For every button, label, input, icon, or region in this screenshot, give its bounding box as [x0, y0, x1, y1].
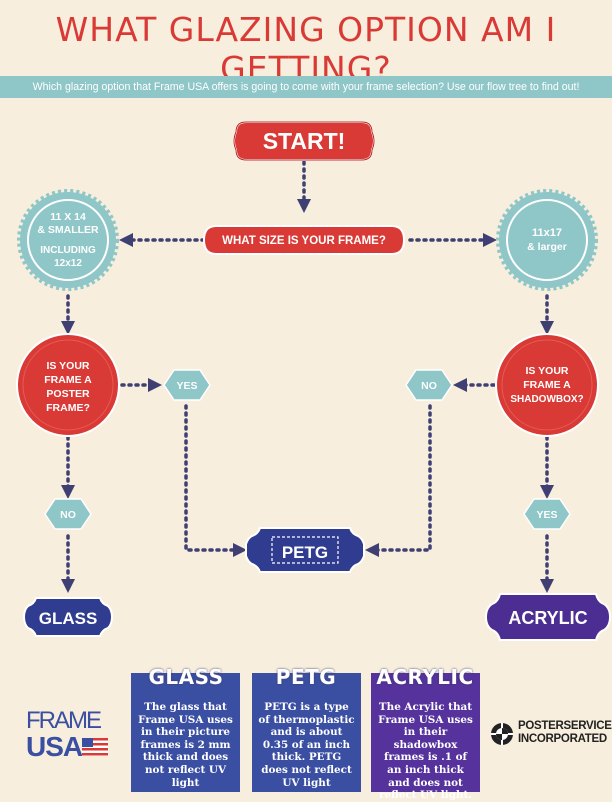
acrylic-info-title: ACRYLIC — [376, 665, 474, 689]
large-size-line2: & larger — [527, 241, 567, 253]
petg-label: PETG — [282, 543, 328, 562]
no-left-label: NO — [60, 509, 76, 521]
yes-left-label: YES — [176, 380, 197, 392]
posterservice-logo: POSTERSERVICE INCORPORATED — [490, 718, 612, 754]
yes-right-label: YES — [536, 509, 557, 521]
petg-result-node: PETG — [245, 527, 365, 573]
connector-no-petg — [365, 404, 432, 557]
glass-info-panel: The glass that Frame USA uses in their p… — [131, 673, 240, 792]
small-size-line3: INCLUDING — [40, 245, 96, 256]
subtitle-band: Which glazing option that Frame USA offe… — [0, 76, 612, 98]
no-right-label: NO — [421, 380, 437, 392]
small-size-line1: 11 X 14 — [50, 211, 86, 223]
petg-info-title: PETG — [275, 665, 337, 689]
start-label: START! — [263, 128, 346, 154]
poster-question-node: IS YOUR FRAME A POSTER FRAME? — [16, 333, 120, 437]
glass-info-text: The glass that Frame USA uses in their p… — [138, 701, 233, 789]
large-size-badge: 11x17 & larger — [496, 189, 598, 291]
shadow-line3: SHADOWBOX? — [510, 394, 583, 405]
frameusa-logo-line2: USA — [26, 731, 83, 762]
frameusa-logo-line1: FRAME — [26, 707, 101, 734]
posterservice-line1: POSTERSERVICE — [518, 720, 612, 732]
small-size-line4: 12x12 — [54, 258, 82, 269]
frameusa-logo: FRAME USA — [26, 707, 108, 762]
size-question-label: WHAT SIZE IS YOUR FRAME? — [222, 235, 386, 247]
petg-info-panel: PETG is a type of thermoplastic and is a… — [252, 673, 361, 792]
poster-line4: FRAME? — [46, 402, 90, 414]
shadow-line2: FRAME A — [523, 379, 571, 391]
start-node: START! — [233, 121, 375, 161]
no-left-node: NO — [44, 498, 92, 530]
small-size-badge: 11 X 14 & SMALLER INCLUDING 12x12 — [17, 189, 119, 291]
acrylic-info-text: The Acrylic that Frame USA uses in their… — [378, 701, 473, 802]
acrylic-result-node: ACRYLIC — [484, 593, 612, 641]
acrylic-info-panel: The Acrylic that Frame USA uses in their… — [371, 673, 480, 801]
no-right-node: NO — [405, 369, 453, 401]
crosshair-icon — [491, 723, 513, 745]
glass-info-title: GLASS — [148, 665, 224, 689]
posterservice-line2: INCORPORATED — [518, 733, 607, 745]
poster-line1: IS YOUR — [47, 360, 90, 372]
glass-label: GLASS — [39, 609, 98, 628]
shadowbox-question-node: IS YOUR FRAME A SHADOWBOX? — [495, 333, 599, 437]
yes-right-node: YES — [523, 498, 571, 530]
page-title: WHAT GLAZING OPTION AM I GETTING? — [55, 10, 557, 88]
size-question-node: WHAT SIZE IS YOUR FRAME? — [202, 225, 406, 255]
yes-left-node: YES — [163, 369, 211, 401]
large-size-line1: 11x17 — [532, 227, 562, 239]
small-size-line2: & SMALLER — [37, 224, 99, 236]
glass-result-node: GLASS — [22, 597, 114, 637]
petg-info-text: PETG is a type of thermoplastic and is a… — [258, 701, 355, 789]
connector-yes-petg — [184, 404, 247, 557]
poster-line2: FRAME A — [44, 374, 92, 386]
acrylic-label: ACRYLIC — [508, 608, 587, 628]
flag-icon — [82, 738, 108, 756]
poster-line3: POSTER — [46, 388, 90, 400]
shadow-line1: IS YOUR — [526, 365, 569, 377]
subtitle: Which glazing option that Frame USA offe… — [32, 81, 580, 93]
